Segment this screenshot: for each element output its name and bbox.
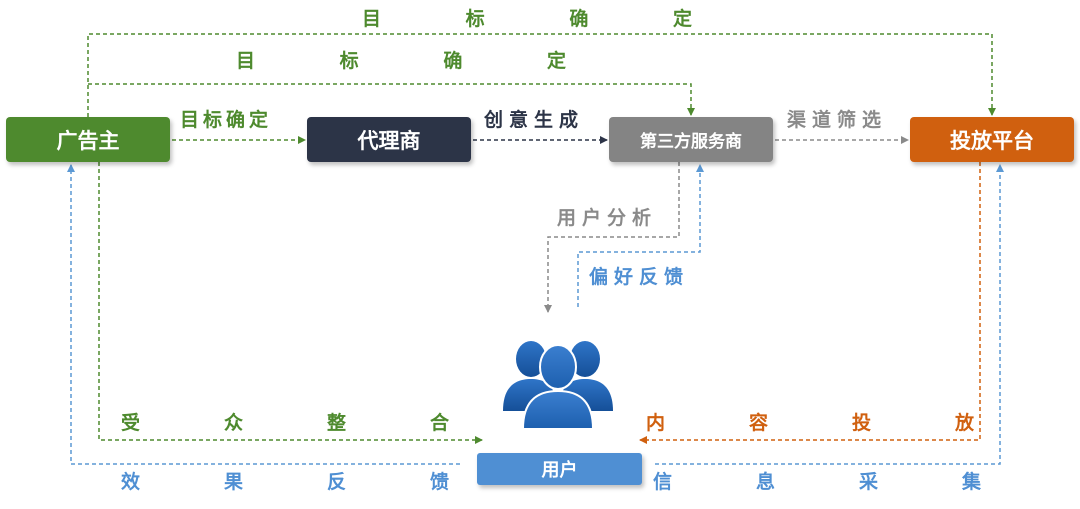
label-target-short: 目标确定 — [180, 109, 273, 131]
edge-target-mid — [88, 83, 695, 116]
label-creative: 创意生成 — [484, 109, 585, 131]
edge-effect — [67, 164, 460, 465]
edge-user-analysis — [544, 162, 680, 313]
edge-info — [655, 164, 1004, 465]
users-group-icon — [503, 341, 613, 430]
label-channel: 渠道筛选 — [787, 109, 888, 131]
label-content: 内容投放 — [646, 412, 974, 434]
node-user: 用户 — [477, 453, 642, 485]
label-user-analysis: 用户分析 — [557, 207, 658, 229]
edge-preference — [577, 164, 704, 307]
label-info: 信息采集 — [653, 471, 981, 493]
label-target-top: 目标确定 — [362, 8, 692, 30]
node-platform: 投放平台 — [910, 117, 1074, 162]
label-preference: 偏好反馈 — [589, 266, 690, 288]
label-target-mid: 目标确定 — [236, 50, 566, 72]
edge-target-top — [87, 33, 996, 117]
node-advertiser: 广告主 — [6, 117, 170, 162]
node-third-party: 第三方服务商 — [609, 117, 773, 162]
edge-audience — [98, 162, 483, 444]
edge-content — [639, 162, 981, 444]
node-agency: 代理商 — [307, 117, 471, 162]
label-audience: 受众整合 — [121, 412, 449, 434]
label-effect: 效果反馈 — [121, 471, 449, 493]
